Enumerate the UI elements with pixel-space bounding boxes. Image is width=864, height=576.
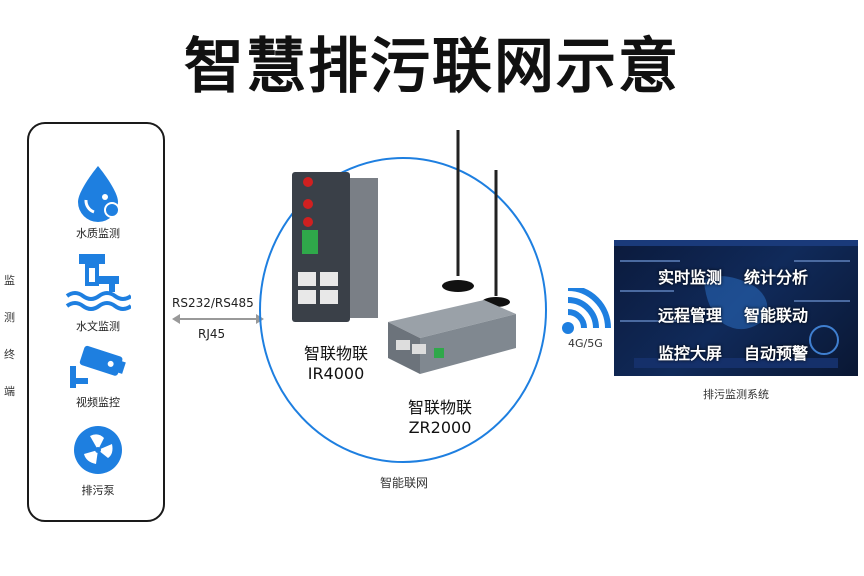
link-protocol-label: RS232/RS485 — [172, 296, 254, 310]
device-label-pump: 排污泵 — [81, 484, 115, 497]
router-zr2000-label: 智联物联 ZR2000 — [392, 398, 488, 438]
platform-background-graphics — [614, 240, 858, 368]
side-label-char: 测 — [4, 311, 15, 324]
device-label-hydrology: 水文监测 — [76, 320, 120, 333]
wireless-label: 4G/5G — [568, 337, 603, 350]
feature-realtime-monitoring: 实时监测 — [658, 268, 723, 287]
feature-smart-linkage: 智能联动 — [744, 306, 809, 325]
network-circle — [259, 157, 547, 463]
page-title: 智慧排污联网示意 — [184, 32, 680, 102]
feature-monitor-screen: 监控大屏 — [658, 344, 723, 363]
router-ir4000-label: 智联物联 IR4000 — [290, 344, 382, 384]
double-arrow-icon — [172, 314, 264, 324]
link-port-label: RJ45 — [198, 327, 226, 341]
zr2000-router-image — [388, 130, 516, 374]
water-level-station-icon — [29, 252, 167, 318]
platform-screen: 实时监测 统计分析 远程管理 智能联动 监控大屏 自动预警 — [614, 240, 858, 376]
side-label-char: 终 — [4, 348, 15, 361]
router-model: IR4000 — [307, 364, 365, 383]
wifi-signal-icon — [562, 288, 611, 334]
router-brand: 智联物联 — [407, 398, 472, 417]
router-brand: 智联物联 — [303, 344, 368, 363]
terminal-devices-panel: 水质监测 水文监测 视频监控 — [27, 122, 165, 522]
terminal-side-label: 监 测 终 端 — [4, 262, 18, 410]
side-label-char: 端 — [4, 385, 15, 398]
feature-auto-alarm: 自动预警 — [744, 344, 809, 363]
feature-statistics: 统计分析 — [744, 268, 809, 287]
pump-fan-icon — [29, 424, 167, 480]
network-caption: 智能联网 — [380, 476, 429, 490]
device-label-water-quality: 水质监测 — [76, 227, 120, 240]
ir4000-router-image — [292, 172, 378, 322]
water-drop-icon — [29, 164, 167, 226]
platform-caption: 排污监测系统 — [703, 388, 769, 401]
security-camera-icon — [29, 344, 167, 396]
router-model: ZR2000 — [408, 418, 472, 437]
device-label-video: 视频监控 — [76, 396, 120, 409]
side-label-char: 监 — [4, 274, 15, 287]
feature-remote-management: 远程管理 — [658, 306, 723, 325]
